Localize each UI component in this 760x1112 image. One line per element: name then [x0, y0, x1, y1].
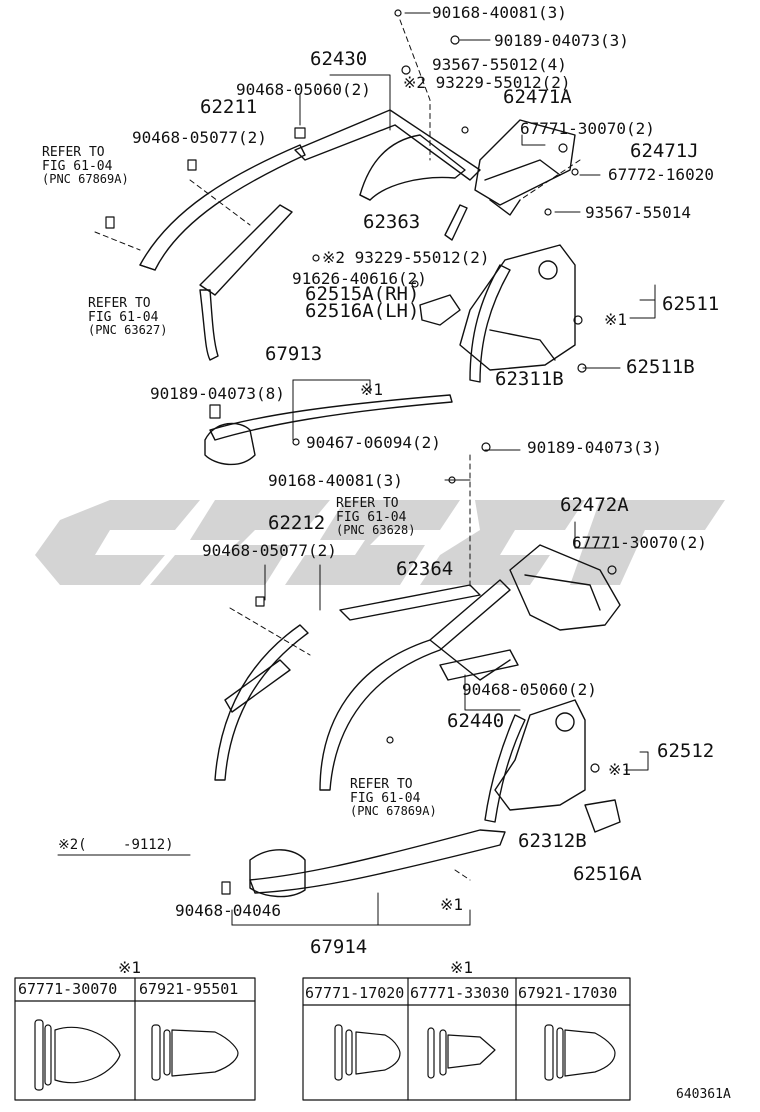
label-62440: 62440: [447, 710, 505, 732]
label-62472A: 62472A: [560, 494, 629, 516]
label-93567-55012: 93567-55012(4): [432, 55, 567, 74]
clip-67921-17030: [544, 1024, 616, 1081]
note-1-a: ※1: [604, 310, 628, 329]
clip-table-right-note: ※1: [450, 958, 474, 977]
refer-note-4: REFER TO FIG 61-04 (PNC 67869A): [350, 778, 437, 818]
refer-note-3: REFER TO FIG 61-04 (PNC 63628): [336, 497, 415, 537]
label-90468-04046: 90468-04046: [175, 901, 281, 920]
part-62515A: [419, 294, 461, 326]
label-93229-55012-mid: ※2 93229-55012(2): [322, 248, 490, 267]
label-67771-30070-top: 67771-30070(2): [520, 119, 655, 138]
leader-dashed-lower: [229, 454, 471, 881]
part-67913: [204, 394, 453, 466]
refer-note-1-line3: (PNC 67869A): [42, 172, 129, 187]
label-62471J: 62471J: [630, 140, 699, 162]
note-1-b: ※1: [360, 380, 384, 399]
label-62211: 62211: [200, 96, 258, 118]
label-62364: 62364: [396, 558, 454, 580]
label-90168-40081-mid: 90168-40081(3): [268, 471, 403, 490]
label-90468-05060-top: 90468-05060(2): [236, 80, 371, 99]
label-62516A: 62516A: [573, 863, 642, 885]
label-90168-40081-top: 90168-40081(3): [432, 3, 567, 22]
clip-table-right-col-3: 67921-17030: [518, 984, 618, 1002]
part-62440: [439, 649, 519, 681]
refer-note-1-line2: FIG 61-04: [42, 158, 113, 174]
part-62212: [214, 624, 309, 781]
leader-solid-lower: [57, 521, 649, 926]
clip-table-right-col-2: 67771-33030: [410, 984, 510, 1002]
clip-table-right-col-1: 67771-17020: [305, 984, 405, 1002]
clip-table-left-col-1: 67771-30070: [18, 980, 118, 998]
refer-note-2-line3: (PNC 63627): [88, 323, 168, 338]
clip-67771-17020: [334, 1024, 401, 1081]
refer-note-4-line1: REFER TO: [350, 777, 413, 792]
label-62311B: 62311B: [495, 368, 564, 390]
label-62511B: 62511B: [626, 356, 695, 378]
part-62512: [494, 699, 586, 811]
fastener-marks: [105, 9, 617, 895]
clip-67921-95501: [151, 1024, 239, 1081]
clip-67771-33030: [427, 1027, 496, 1079]
refer-note-3-line3: (PNC 63628): [336, 523, 416, 538]
note-1-d: ※1: [440, 895, 464, 914]
part-62211: [139, 144, 306, 271]
part-62311B: [469, 264, 511, 383]
label-90189-04073-mid: 90189-04073(3): [527, 438, 662, 457]
label-62212: 62212: [268, 512, 326, 534]
part-62211-inner: [199, 204, 293, 361]
label-62471A: 62471A: [503, 86, 572, 108]
refer-note-1: REFER TO FIG 61-04 (PNC 67869A): [42, 146, 129, 186]
part-62430: [294, 109, 481, 201]
label-90189-04073-8: 90189-04073(8): [150, 384, 285, 403]
label-62516A-LH: 62516A(LH): [305, 300, 420, 322]
refer-note-4-line3: (PNC 67869A): [350, 804, 437, 819]
label-62511: 62511: [662, 293, 720, 315]
refer-note-2: REFER TO FIG 61-04 (PNC 63627): [88, 297, 167, 337]
part-62516A-lower: [584, 799, 621, 833]
note-2-range: ※2( -9112): [58, 837, 174, 853]
clip-table-left-note: ※1: [118, 958, 142, 977]
clip-table-left-col-2: 67921-95501: [139, 980, 239, 998]
label-67772-16020: 67772-16020: [608, 165, 714, 184]
illustration-number: 640361A: [676, 1087, 731, 1102]
label-90467-06094: 90467-06094(2): [306, 433, 441, 452]
refer-note-4-line2: FIG 61-04: [350, 790, 421, 806]
clip-67771-30070: [34, 1019, 121, 1091]
label-67913: 67913: [265, 343, 323, 365]
label-62430: 62430: [310, 48, 368, 70]
label-90468-05060-mid: 90468-05060(2): [462, 680, 597, 699]
part-67914: [249, 829, 506, 898]
label-90189-04073-top: 90189-04073(3): [494, 31, 629, 50]
refer-note-3-line2: FIG 61-04: [336, 509, 407, 525]
leader-solid-upper: [292, 12, 656, 481]
label-62515A-RH: 62515A(RH): [305, 283, 420, 305]
note-1-c: ※1: [608, 760, 632, 779]
label-90468-05077-top: 90468-05077(2): [132, 128, 267, 147]
refer-note-2-line1: REFER TO: [88, 296, 151, 311]
label-62512: 62512: [657, 740, 715, 762]
label-67914: 67914: [310, 936, 368, 958]
refer-note-1-line1: REFER TO: [42, 145, 105, 160]
part-62364: [319, 579, 511, 791]
clip-table-frames: [14, 977, 631, 1101]
part-62472A: [509, 544, 621, 631]
label-62312B: 62312B: [518, 830, 587, 852]
refer-note-2-line2: FIG 61-04: [88, 309, 159, 325]
part-62312B: [484, 714, 526, 823]
refer-note-3-line1: REFER TO: [336, 496, 399, 511]
label-67771-30070-mid: 67771-30070(2): [572, 533, 707, 552]
label-62363: 62363: [363, 211, 421, 233]
part-62363: [444, 204, 468, 241]
leader-dashed-upper: [94, 19, 581, 251]
clip-drawings: [34, 1019, 616, 1091]
label-93229-55012-top: ※2 93229-55012(2): [403, 73, 571, 92]
part-62511: [459, 244, 576, 371]
label-91626-40616: 91626-40616(2): [292, 269, 427, 288]
label-90468-05077-mid: 90468-05077(2): [202, 541, 337, 560]
label-93567-55014: 93567-55014: [585, 203, 691, 222]
